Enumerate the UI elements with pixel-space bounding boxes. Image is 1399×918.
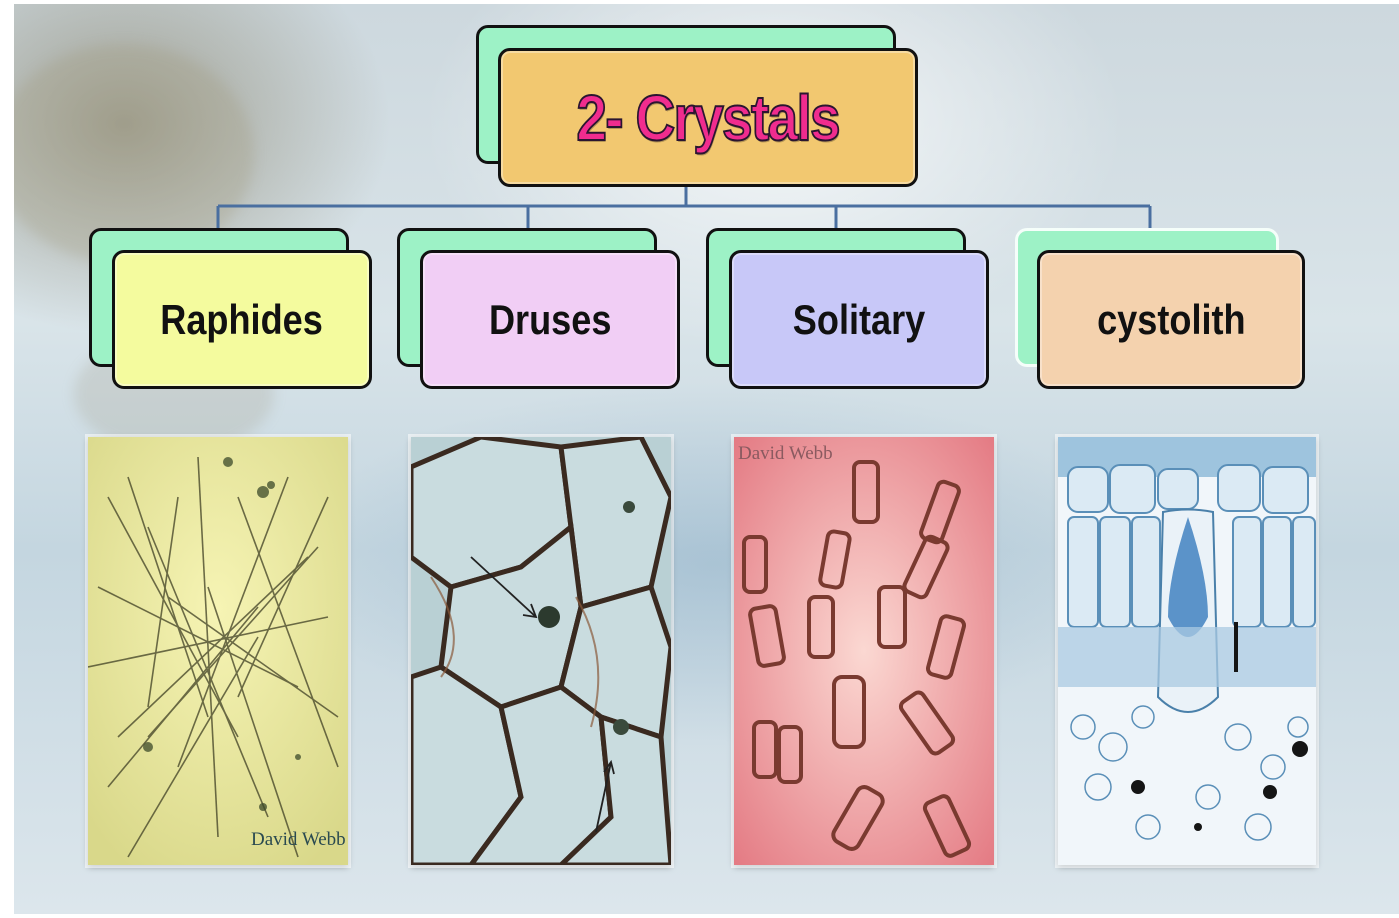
druses-micrograph bbox=[411, 437, 671, 865]
solitary-label: Solitary bbox=[793, 296, 925, 344]
cystolith-micrograph bbox=[1058, 437, 1316, 865]
title-box: 2- Crystals bbox=[498, 48, 918, 187]
cystolith-box: cystolith bbox=[1037, 250, 1305, 389]
photo-credit: David Webb bbox=[738, 443, 833, 465]
solitary-crystals-micrograph: David Webb bbox=[734, 437, 994, 865]
druses-label: Druses bbox=[489, 296, 611, 344]
raphides-box: Raphides bbox=[112, 250, 372, 389]
solitary-box: Solitary bbox=[729, 250, 989, 389]
photo-credit: David Webb bbox=[251, 829, 346, 851]
raphides-label: Raphides bbox=[161, 296, 324, 344]
raphides-micrograph: David Webb bbox=[88, 437, 348, 865]
page-title: 2- Crystals bbox=[577, 81, 840, 155]
cystolith-label: cystolith bbox=[1097, 296, 1246, 344]
druses-box: Druses bbox=[420, 250, 680, 389]
